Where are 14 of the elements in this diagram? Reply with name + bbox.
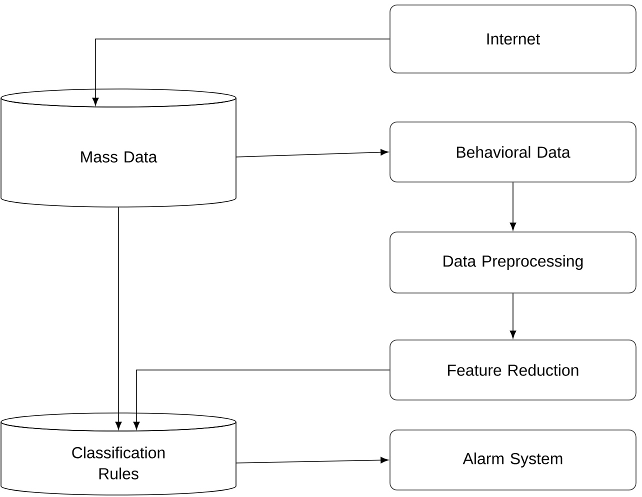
arrow [236,456,388,464]
process-box: Internet [390,4,636,74]
database-cylinder: Mass Data [0,88,236,208]
arrow [115,206,122,430]
process-box: Alarm System [390,430,636,490]
process-box: Behavioral Data [390,122,636,182]
process-box: Data Preprocessing [390,232,636,294]
arrow [236,149,388,158]
process-box: Feature Reduction [390,340,636,400]
arrow [510,292,516,338]
arrow [510,182,516,230]
database-cylinder: Classification Rules [0,412,236,496]
arrow [92,38,390,106]
arrow [133,370,390,430]
